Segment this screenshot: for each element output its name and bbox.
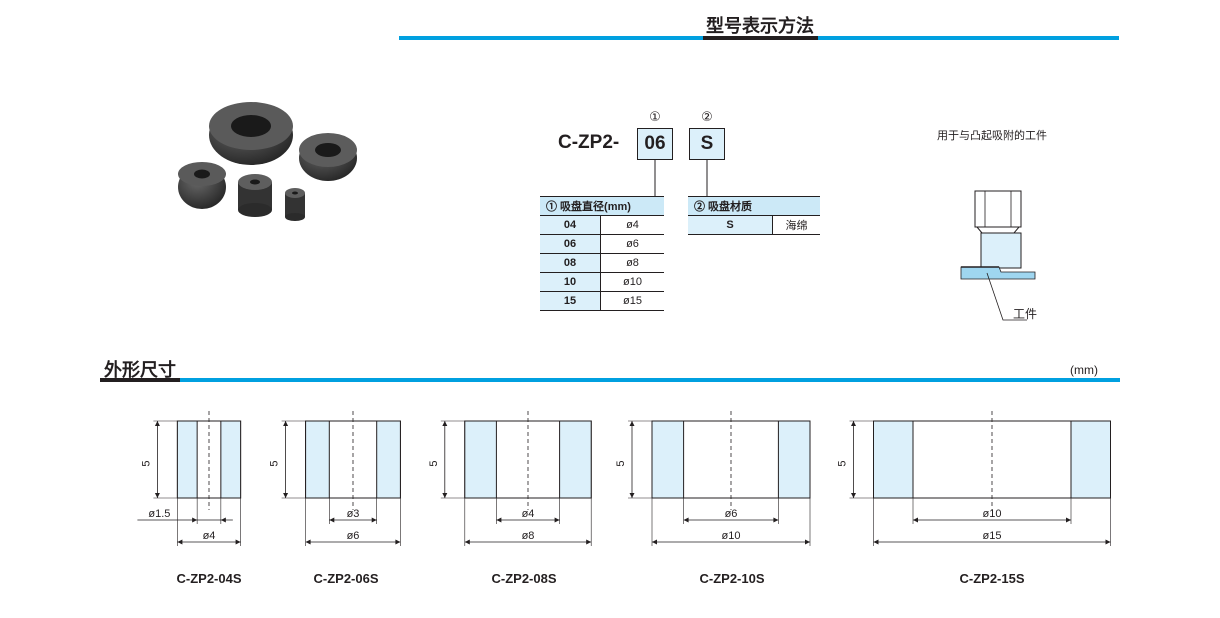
field-marker-1: ① xyxy=(649,110,661,125)
dim-c-zp2-15s-outer-label: ø15 xyxy=(983,530,1002,542)
dim-c-zp2-15s-height-arrow-b xyxy=(851,493,856,498)
field-box-diameter: 06 xyxy=(637,128,673,160)
dim-c-zp2-04s-inner-label: ø1.5 xyxy=(148,508,170,520)
dim-c-zp2-08s-wall-right xyxy=(559,420,592,499)
dim-c-zp2-15s-inner-label: ø10 xyxy=(983,508,1002,520)
model-label-04s: C-ZP2-04S xyxy=(176,571,242,586)
dim-c-zp2-08s-wall-left xyxy=(464,420,497,499)
dim-c-zp2-04s-inner-arrow-r xyxy=(220,517,226,523)
dim-c-zp2-08s-height-label: 5 xyxy=(428,460,440,466)
dim-c-zp2-04s-height-label: 5 xyxy=(140,460,152,466)
dim-c-zp2-08s-inner-label: ø4 xyxy=(522,508,535,520)
dim-c-zp2-10s-height-arrow-b xyxy=(629,493,635,498)
dimension-rule-accent xyxy=(100,378,180,382)
dim-c-zp2-06s-inner-dim-arrow-l xyxy=(329,517,335,523)
dim-c-zp2-06s-height-arrow-b xyxy=(283,493,289,498)
dim-c-zp2-08s-inner-dim-arrow-r xyxy=(554,517,560,523)
dim-c-zp2-10s-height-arrow-t xyxy=(629,421,635,426)
dim-c-zp2-15s-height-arrow-t xyxy=(851,421,856,426)
model-label-08s: C-ZP2-08S xyxy=(491,571,557,586)
dim-c-zp2-04s-outer-label: ø4 xyxy=(203,530,216,542)
dim-c-zp2-10s-inner-label: ø6 xyxy=(725,508,738,520)
dim-c-zp2-10s-height-label: 5 xyxy=(615,460,627,466)
dimension-rule xyxy=(100,378,1120,382)
dim-c-zp2-15s-wall-right xyxy=(1070,420,1111,499)
dim-c-zp2-10s-outer-dim-arrow-l xyxy=(652,539,657,545)
header-rule-accent xyxy=(703,36,818,40)
dim-c-zp2-10s-wall-left xyxy=(651,420,685,499)
dim-c-zp2-08s-height-arrow-b xyxy=(442,493,448,498)
dim-c-zp2-15s-height-label: 5 xyxy=(837,460,849,466)
dim-c-zp2-06s-wall-left xyxy=(305,420,330,499)
dim-c-zp2-04s-outer-dim-arrow-r xyxy=(235,539,241,545)
material-table-title: ② 吸盘材质 xyxy=(688,196,820,216)
dim-c-zp2-08s-outer-dim-arrow-l xyxy=(464,539,470,545)
dim-c-zp2-10s-outer-label: ø10 xyxy=(722,530,741,542)
dim-c-zp2-10s-inner-dim-arrow-l xyxy=(683,517,689,523)
model-prefix: C-ZP2- xyxy=(558,132,620,153)
ordering-title: 型号表示方法 xyxy=(706,16,814,37)
model-label-06s: C-ZP2-06S xyxy=(313,571,379,586)
field-box-material: S xyxy=(689,128,725,160)
product-photo xyxy=(178,102,357,221)
dim-c-zp2-06s-outer-dim-arrow-l xyxy=(305,539,311,545)
dim-c-zp2-04s-height-arrow-b xyxy=(154,493,160,498)
workpiece-shape xyxy=(960,266,1036,280)
dim-c-zp2-06s-height-arrow-t xyxy=(283,421,289,426)
dim-c-zp2-08s-outer-dim-arrow-r xyxy=(586,539,592,545)
dim-c-zp2-08s-outer-label: ø8 xyxy=(522,530,535,542)
dim-c-zp2-04s-outer-dim-arrow-l xyxy=(177,539,183,545)
dim-c-zp2-06s-outer-dim-arrow-r xyxy=(395,539,401,545)
dim-c-zp2-04s-wall-left xyxy=(176,420,198,499)
dim-c-zp2-04s-height-arrow-t xyxy=(154,421,160,426)
dim-c-zp2-15s-wall-left xyxy=(873,420,914,499)
dim-c-zp2-10s-outer-dim-arrow-r xyxy=(805,539,810,545)
dim-c-zp2-08s-inner-dim-arrow-l xyxy=(496,517,502,523)
diameter-table-title: ① 吸盘直径(mm) xyxy=(540,196,664,216)
application-figure xyxy=(960,190,1036,321)
model-label-10s: C-ZP2-10S xyxy=(699,571,765,586)
field-marker-2: ② xyxy=(701,110,713,125)
dimension-title: 外形尺寸 xyxy=(104,360,176,381)
dim-c-zp2-15s-inner-dim-arrow-r xyxy=(1066,517,1071,523)
model-label-15s: C-ZP2-15S xyxy=(959,571,1025,586)
dim-c-zp2-04s-inner-arrow-l xyxy=(192,517,198,523)
dim-c-zp2-06s-outer-label: ø6 xyxy=(347,530,360,542)
dim-c-zp2-06s-wall-right xyxy=(376,420,401,499)
sponge-pad-shape xyxy=(980,232,1022,269)
dim-c-zp2-08s-height-arrow-t xyxy=(442,421,448,426)
dim-c-zp2-15s-outer-dim-arrow-l xyxy=(873,539,879,545)
dim-c-zp2-06s-inner-dim-arrow-r xyxy=(371,517,377,523)
dim-c-zp2-06s-inner-label: ø3 xyxy=(347,508,360,520)
dim-c-zp2-10s-inner-dim-arrow-r xyxy=(773,517,779,523)
unit-label: (mm) xyxy=(1070,363,1098,377)
code-leader-lines xyxy=(654,160,708,196)
dim-c-zp2-15s-outer-dim-arrow-r xyxy=(1105,539,1111,545)
workpiece-label: 工件 xyxy=(1013,307,1038,321)
application-note: 用于与凸起吸附的工件 xyxy=(937,129,1047,142)
dim-c-zp2-06s-height-label: 5 xyxy=(269,460,281,466)
dim-c-zp2-10s-wall-right xyxy=(777,420,811,499)
dim-c-zp2-04s-wall-right xyxy=(220,420,242,499)
dimension-drawings: 5 ø4 ø1.5 5 ø6 ø3 5 ø8 ø4 5 ø10 ø6 5 ø15 ø10 xyxy=(137,411,1111,546)
dim-c-zp2-15s-inner-dim-arrow-l xyxy=(913,517,918,523)
